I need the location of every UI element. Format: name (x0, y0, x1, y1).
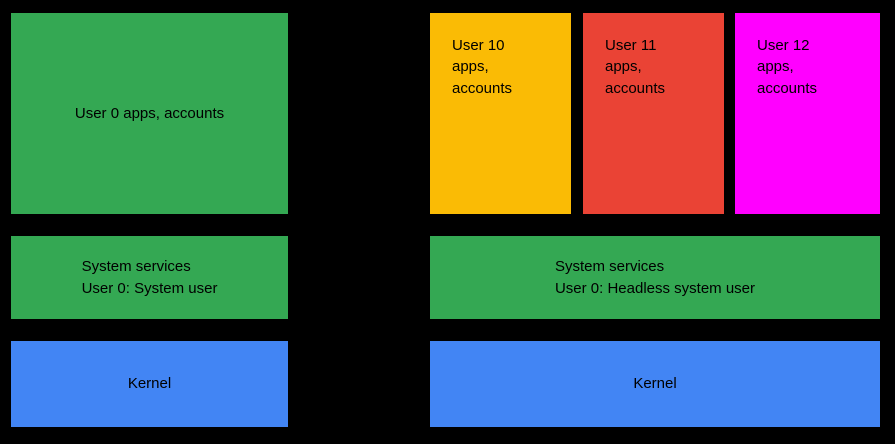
user-0-apps-label: User 0 apps, accounts (74, 104, 225, 122)
kernel-label-right: Kernel (633, 375, 677, 393)
user-12-apps-block: User 12 apps, accounts (735, 13, 880, 214)
user-12-apps-label: User 12 apps, accounts (757, 37, 818, 97)
system-services-block-right: System services User 0: Headless system … (430, 236, 880, 319)
system-services-block-left: System services User 0: System user (11, 236, 288, 319)
kernel-block-left: Kernel (11, 341, 288, 427)
kernel-block-right: Kernel (430, 341, 880, 427)
system-services-label-left: System services User 0: System user (81, 258, 218, 297)
user-0-apps-block: User 0 apps, accounts (11, 13, 288, 214)
user-11-apps-label: User 11 apps, accounts (605, 37, 666, 97)
system-services-label-right: System services User 0: Headless system … (554, 258, 756, 297)
user-10-apps-block: User 10 apps, accounts (430, 13, 571, 214)
user-10-apps-label: User 10 apps, accounts (452, 37, 513, 97)
kernel-label-left: Kernel (127, 375, 172, 393)
user-11-apps-block: User 11 apps, accounts (583, 13, 724, 214)
